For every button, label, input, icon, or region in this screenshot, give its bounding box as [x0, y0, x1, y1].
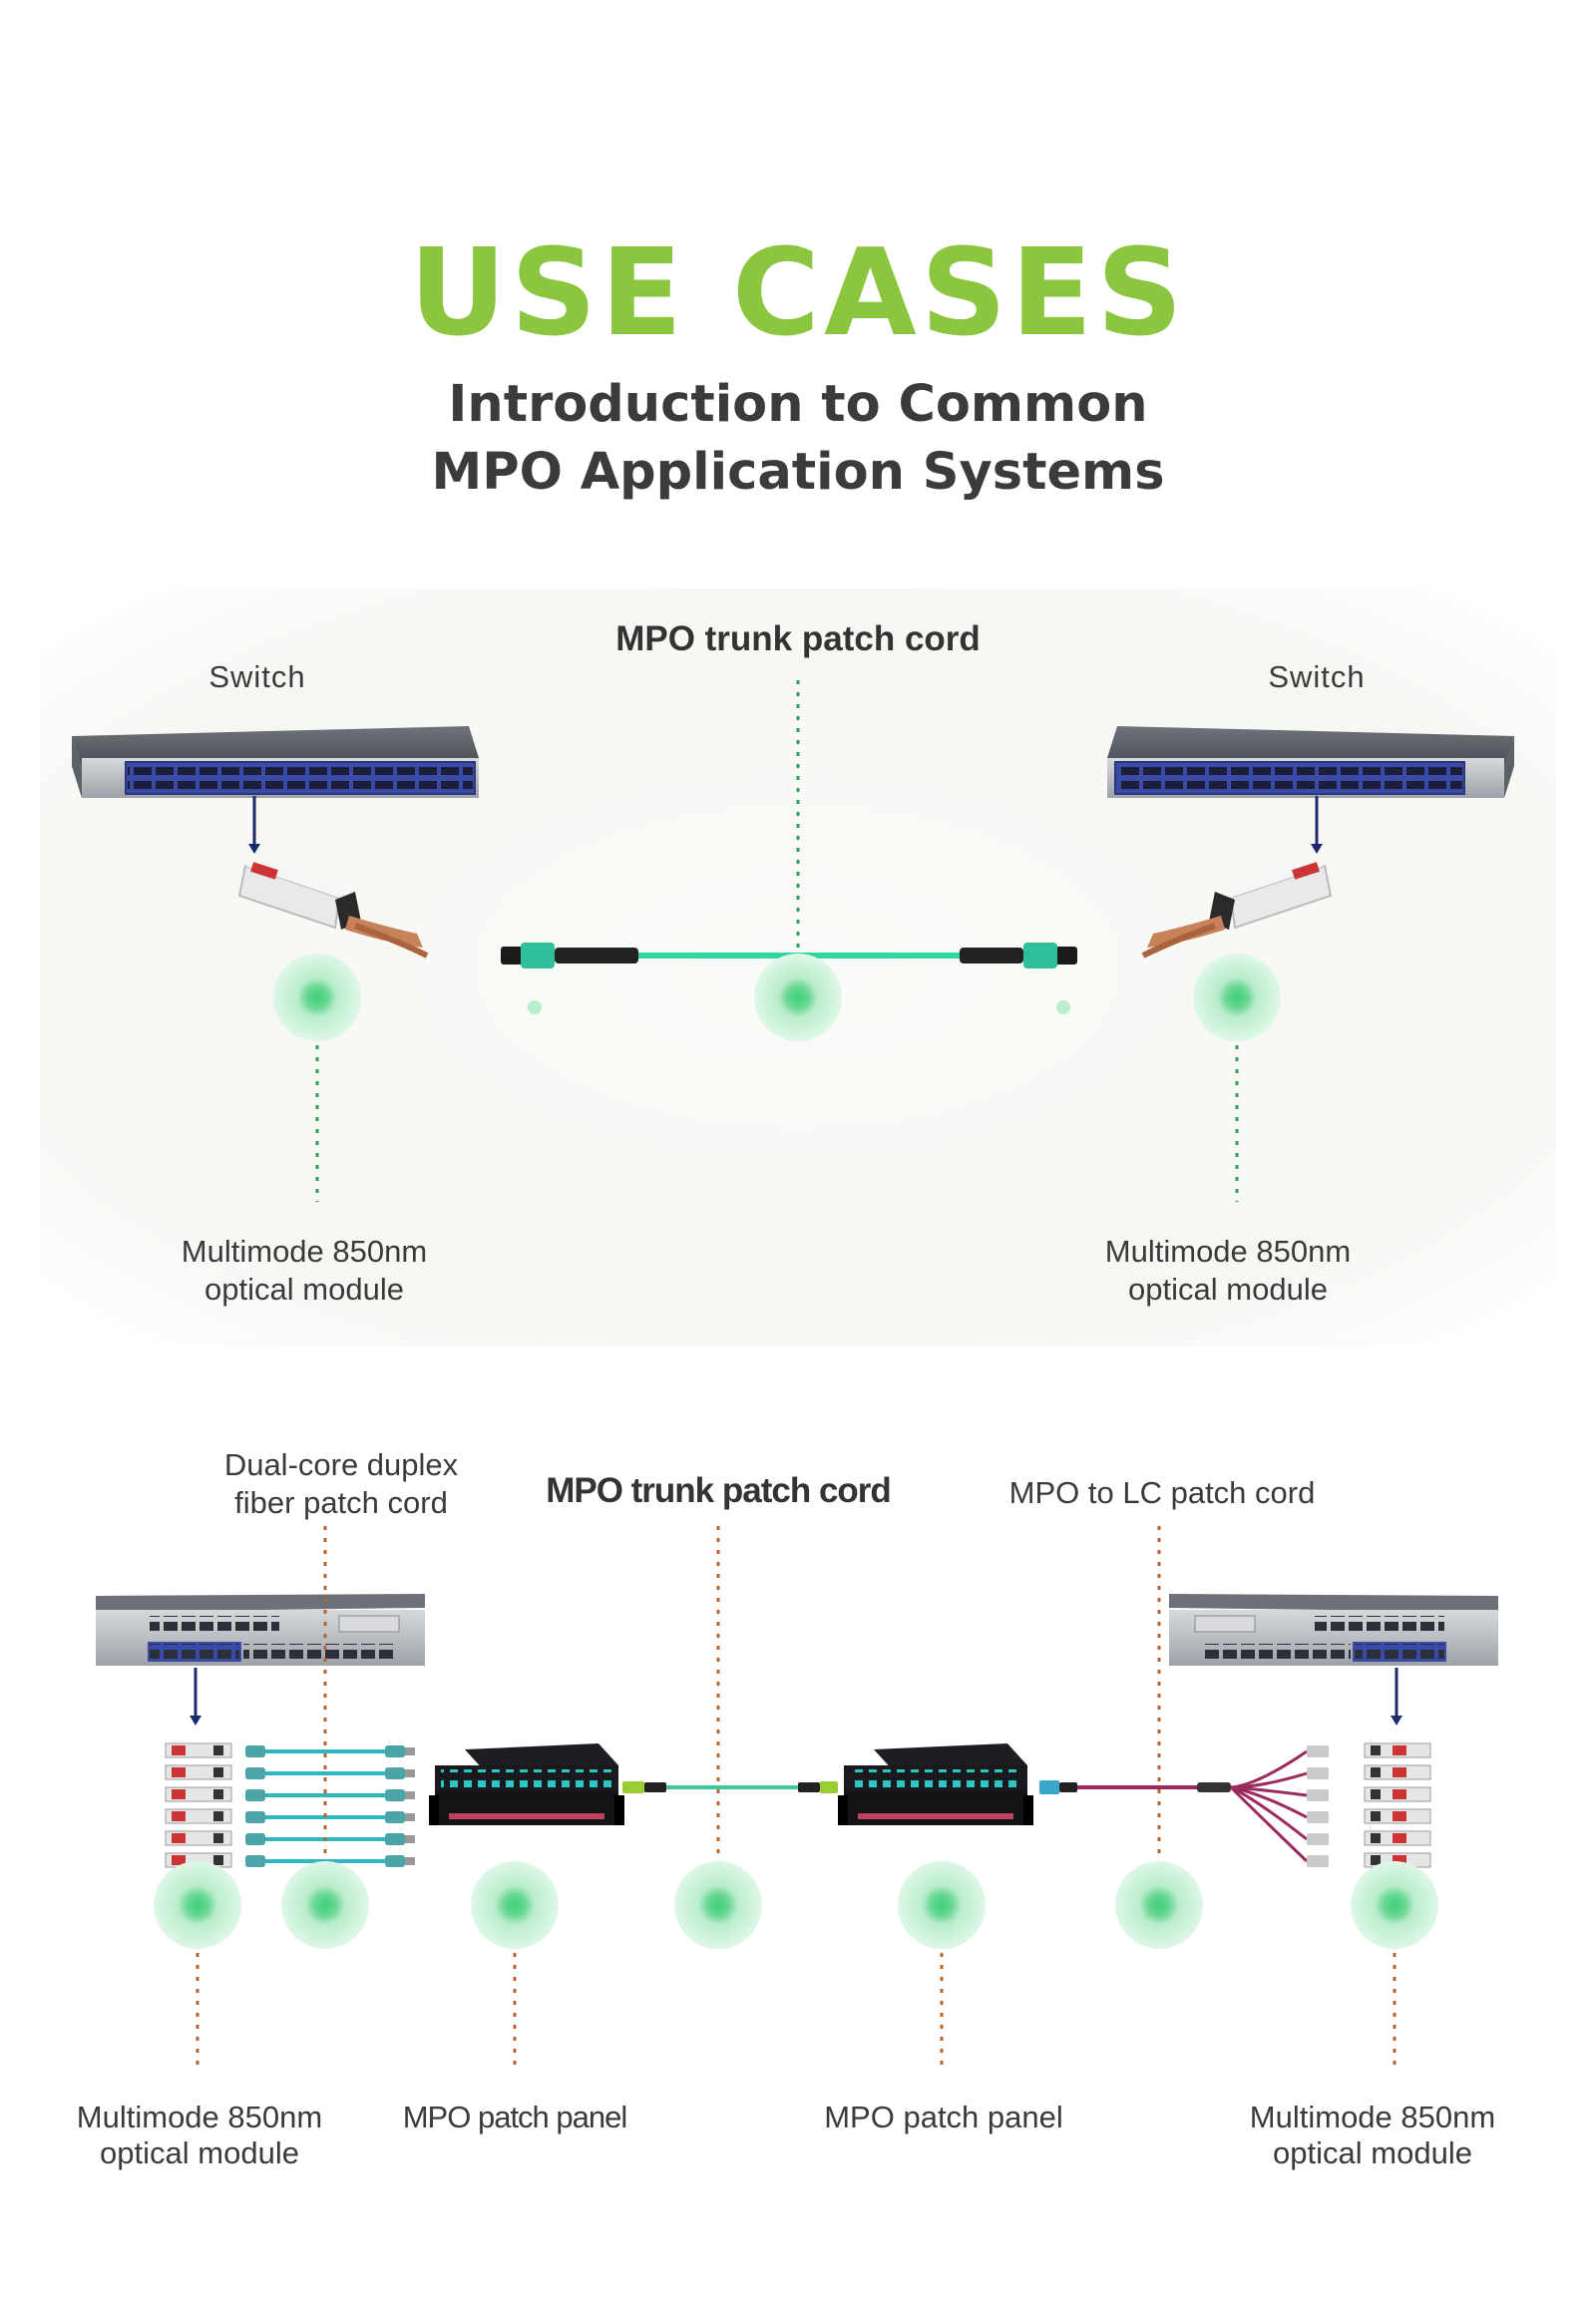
trunk2-marker	[674, 1861, 762, 1949]
left-module-label-line2: optical module	[204, 1272, 404, 1307]
left-module-label-line1: Multimode 850nm	[181, 1234, 428, 1269]
duplex-label-line1: Dual-core duplex	[223, 1447, 459, 1482]
left-patch-panel-icon	[429, 1743, 624, 1825]
left-switch-2-icon	[96, 1594, 425, 1666]
page-subtitle-line1: Introduction to Common	[448, 375, 1148, 434]
right-patch-panel-icon	[838, 1743, 1033, 1825]
right-switch-icon	[1107, 726, 1514, 798]
left-module-2-marker	[154, 1861, 241, 1949]
right-module-2-label-line1: Multimode 850nm	[1249, 2100, 1496, 2134]
right-module-label-line1: Multimode 850nm	[1104, 1234, 1352, 1269]
left-module-2-label-line1: Multimode 850nm	[76, 2100, 323, 2134]
right-module-label-line2: optical module	[1128, 1272, 1328, 1307]
right-optical-module-icon	[1141, 860, 1333, 959]
right-panel-label: MPO patch panel	[824, 2100, 1063, 2134]
left-panel-label: MPO patch panel	[402, 2100, 628, 2134]
right-module-2-label-line2: optical module	[1273, 2135, 1472, 2170]
page-subtitle-line2: MPO Application Systems	[431, 443, 1165, 502]
mpo-lc-label: MPO to LC patch cord	[1008, 1475, 1316, 1510]
right-module-2-marker	[1351, 1861, 1438, 1949]
right-module-marker	[1193, 954, 1281, 1041]
left-switch-icon	[72, 726, 479, 798]
left-module-2-label-line2: optical module	[100, 2135, 299, 2170]
mpo-lc-marker	[1115, 1861, 1203, 1949]
trunk1-label: MPO trunk patch cord	[615, 619, 981, 658]
trunk2-label: MPO trunk patch cord	[546, 1471, 892, 1510]
duplex-marker	[281, 1861, 369, 1949]
left-module-marker	[273, 954, 361, 1041]
left-switch-label: Switch	[208, 659, 306, 694]
right-panel-marker	[898, 1861, 986, 1949]
right-switch-label: Switch	[1268, 659, 1366, 694]
right-module-stack-icon	[1364, 1742, 1431, 1868]
right-switch-2-icon	[1169, 1594, 1498, 1666]
duplex-label-line2: fiber patch cord	[234, 1485, 448, 1520]
duplex-cords-icon	[243, 1745, 417, 1869]
trunk1-marker	[754, 954, 842, 1041]
page-title: USE CASES	[409, 224, 1187, 363]
left-optical-module-icon	[237, 860, 429, 959]
left-module-stack-icon	[165, 1742, 232, 1868]
mpo-trunk-cord-2	[622, 1781, 838, 1793]
mpo-lc-cord-icon	[1039, 1745, 1329, 1867]
left-panel-marker	[471, 1861, 559, 1949]
